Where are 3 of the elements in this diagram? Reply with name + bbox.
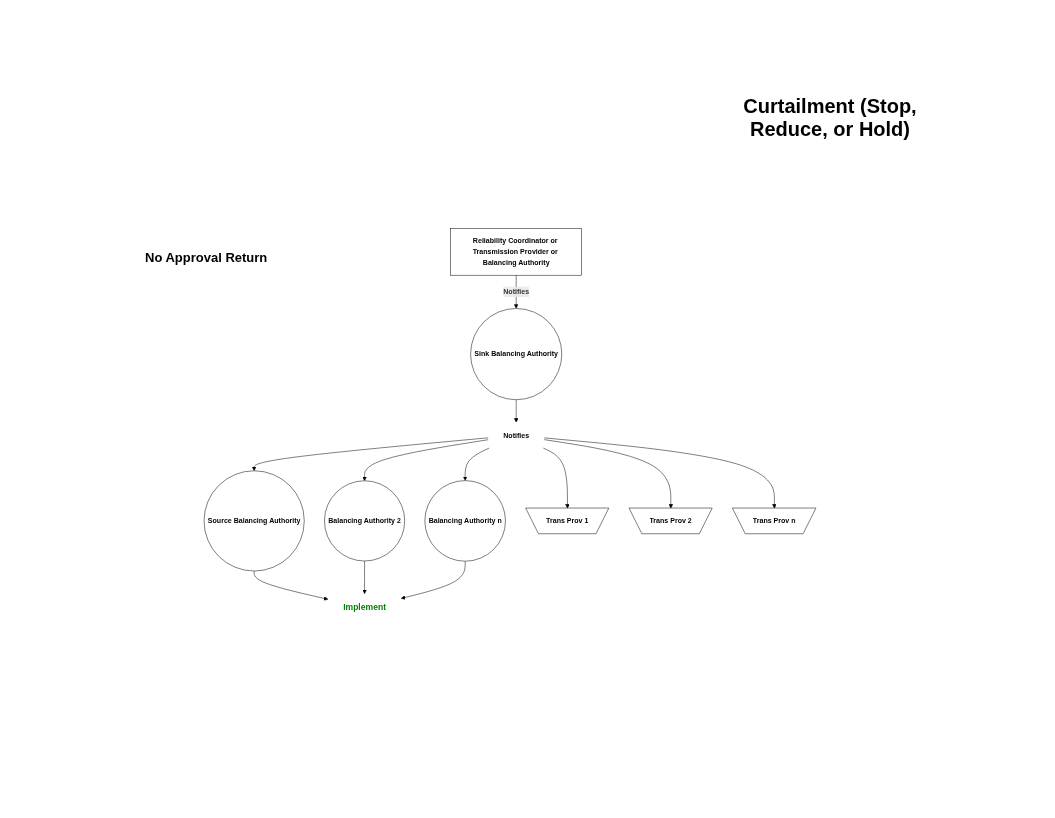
diagram-title: Curtailment (Stop, Reduce, or Hold) [742, 95, 918, 141]
note-text: No Approval Return [145, 250, 268, 265]
node-text: Implement [343, 602, 386, 613]
